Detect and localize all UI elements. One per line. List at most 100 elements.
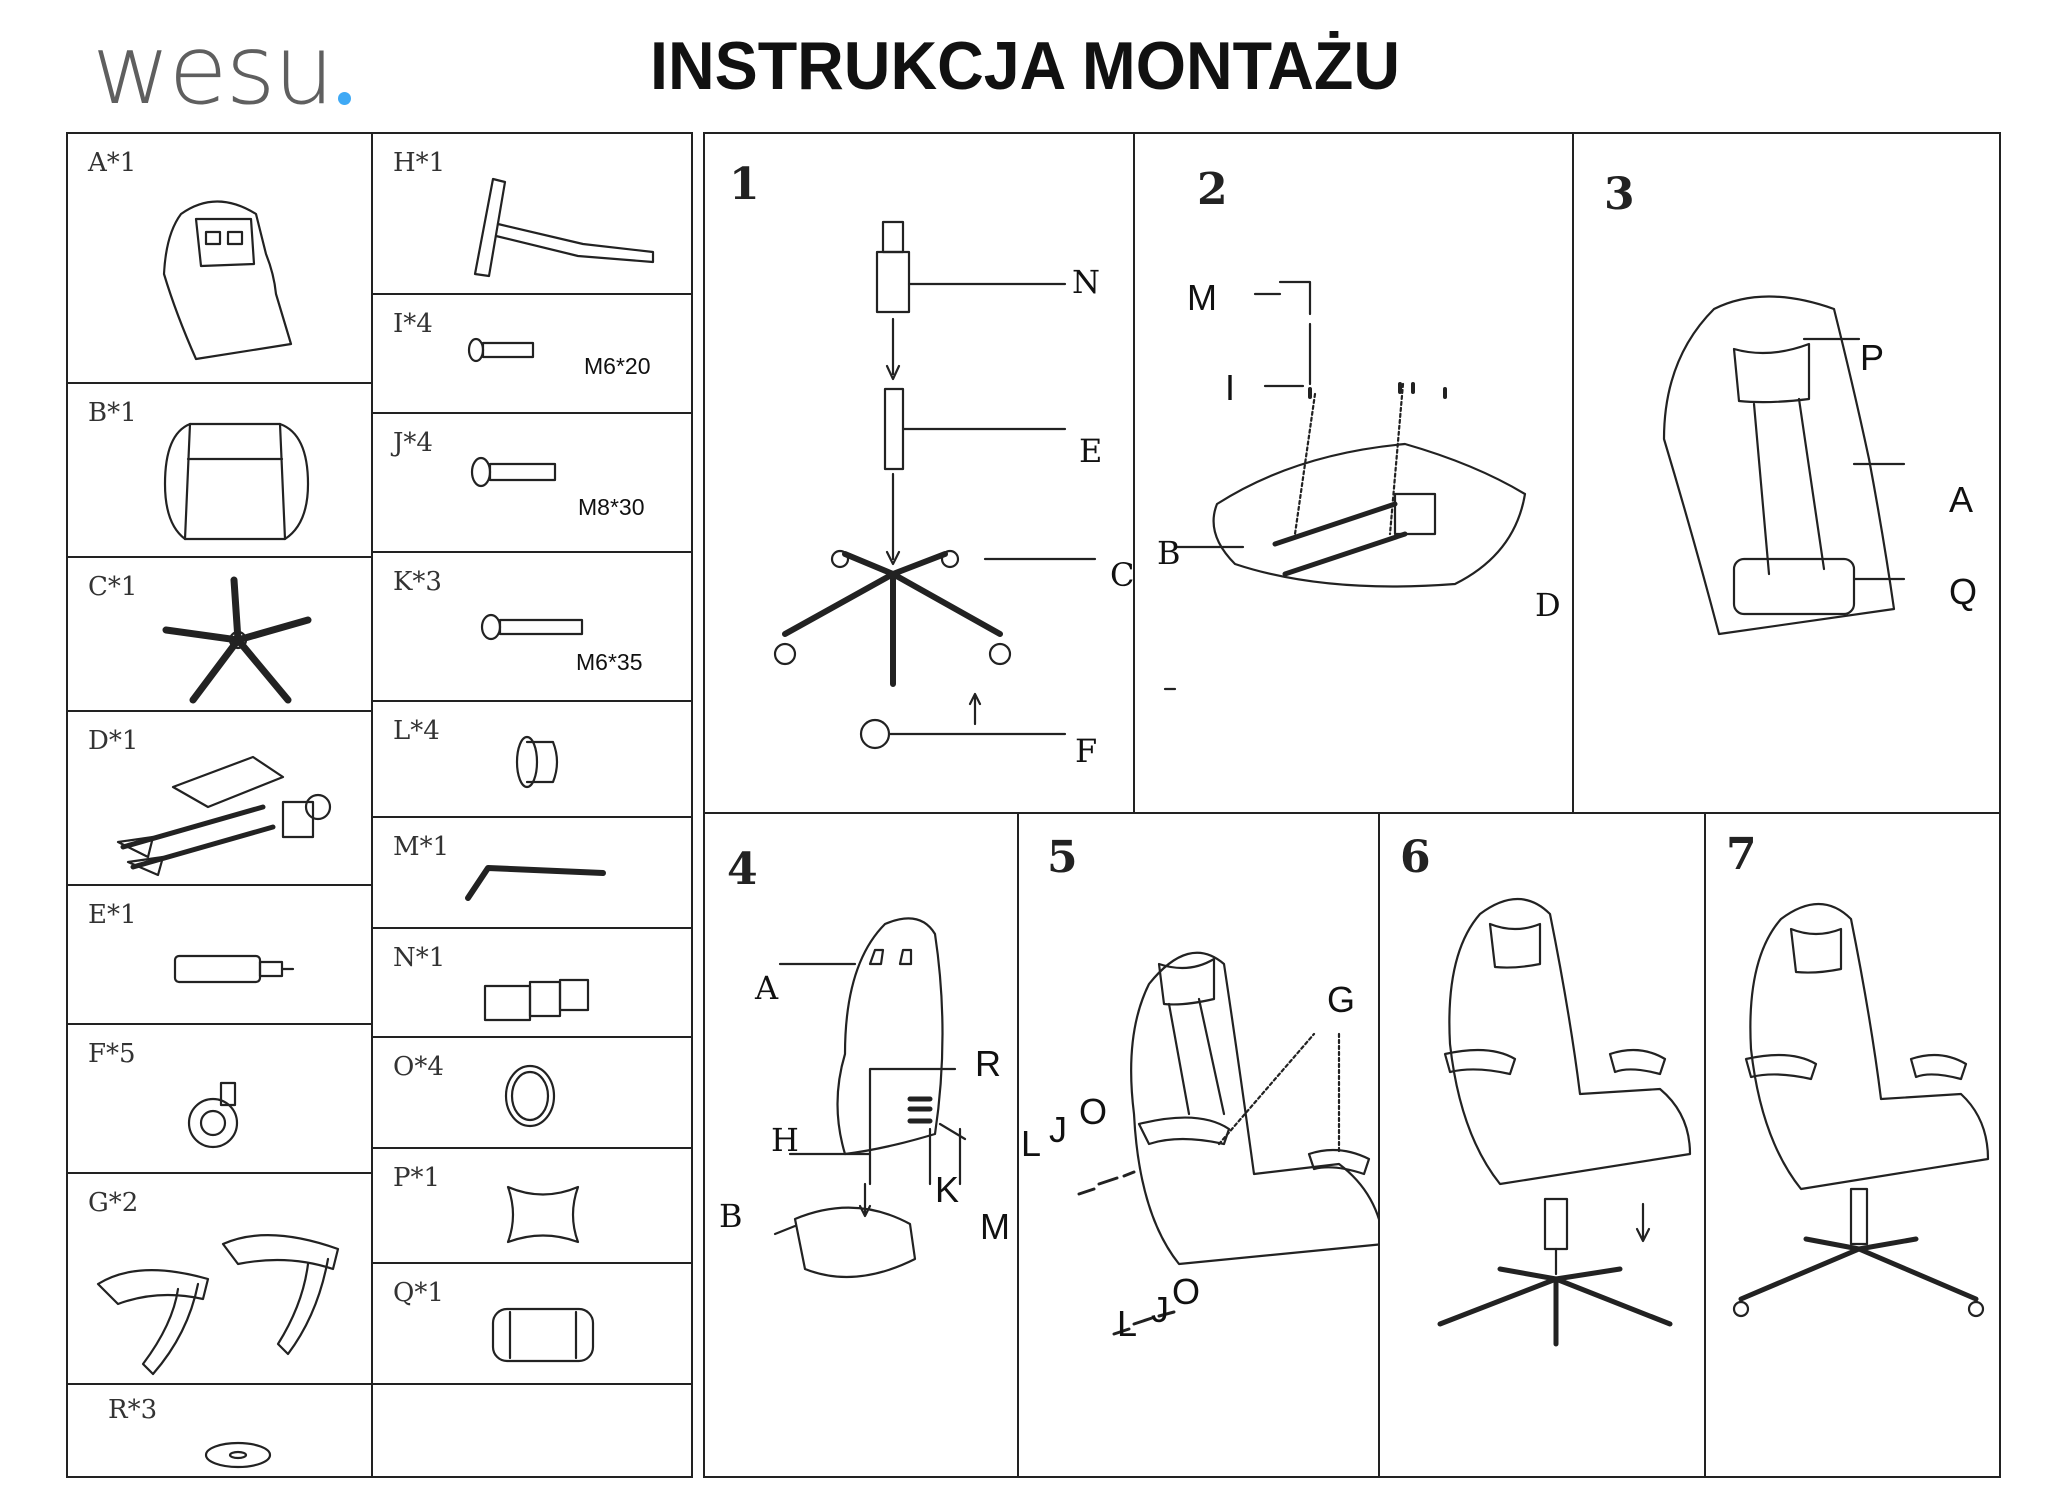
finished-chair-drawing (1732, 902, 1990, 1318)
part-q: Q*1 (371, 1262, 693, 1385)
step-number: 7 (1726, 829, 1757, 880)
bracket-drawing (473, 177, 655, 278)
backrest-pillows-drawing (1662, 295, 1906, 636)
step-number: 4 (727, 844, 758, 895)
part-label: O*4 (393, 1052, 444, 1082)
callout-c: C (1110, 556, 1135, 594)
part-label: Q*1 (393, 1278, 444, 1308)
callout-i: I (1225, 367, 1236, 408)
callout-j: J (1151, 1289, 1169, 1330)
bolt-size-label: M6*20 (584, 353, 651, 379)
step-6: 6 (1378, 812, 1706, 1478)
bolt-drawing (480, 613, 584, 641)
part-p: P*1 (371, 1147, 693, 1264)
gas-cover-drawing (483, 978, 590, 1022)
callout-m: M (1187, 277, 1217, 318)
step-1: 1 N E C F (703, 132, 1135, 814)
callout-d: D (1535, 586, 1561, 624)
washer-drawing (204, 1441, 272, 1469)
callout-l: L (1117, 1303, 1138, 1344)
part-label: C*1 (88, 572, 138, 602)
step-number: 6 (1400, 832, 1431, 883)
part-label: J*4 (393, 428, 433, 458)
part-d: D*1 (66, 710, 373, 886)
part-r: R*3 (66, 1383, 373, 1478)
bolt-size-label: M8*30 (578, 494, 645, 520)
callout-o: O (1079, 1091, 1108, 1132)
callout-j: J (1049, 1109, 1067, 1150)
part-label: H*1 (393, 148, 446, 178)
callout-h: H (771, 1121, 799, 1159)
end-cap-drawing (515, 735, 559, 789)
callout-e: E (1079, 432, 1103, 470)
callout-p: P (1860, 337, 1885, 378)
part-k: K*3 M6*35 (371, 551, 693, 702)
bolt-drawing (467, 337, 535, 363)
callout-g: G (1327, 979, 1356, 1020)
part-c: C*1 (66, 556, 373, 712)
empty-cell (371, 1383, 693, 1478)
part-label: M*1 (393, 832, 450, 862)
callout-q: Q (1949, 571, 1978, 612)
part-e: E*1 (66, 884, 373, 1025)
hex-key-drawing (465, 865, 606, 901)
mechanism-drawing (116, 755, 332, 877)
part-label: A*1 (88, 148, 137, 178)
base-drawing (162, 576, 312, 704)
part-a: A*1 (66, 132, 373, 384)
part-j: J*4 M8*30 (371, 412, 693, 553)
callout-f: F (1075, 732, 1098, 770)
part-label: D*1 (88, 726, 139, 756)
backrest-to-seat-drawing (773, 917, 967, 1279)
part-o: O*4 (371, 1036, 693, 1149)
step-4: 4 A R H K M B (703, 812, 1019, 1478)
part-label: L*4 (393, 716, 440, 746)
callout-o: O (1172, 1271, 1201, 1312)
logo-dot (338, 92, 351, 105)
base-assembly-drawing (773, 220, 1097, 750)
step-3: 3 P A Q (1572, 132, 2001, 814)
step-5: 5 G L J O L J O (1017, 812, 1386, 1478)
part-label: I*4 (393, 309, 433, 339)
callout-b: B (1157, 534, 1181, 572)
callout-r: R (975, 1043, 1001, 1084)
lumbar-pillow-drawing (491, 1307, 595, 1363)
part-b: B*1 (66, 382, 373, 558)
backrest-drawing (162, 200, 293, 361)
step-number: 5 (1047, 832, 1078, 883)
part-label: E*1 (88, 900, 137, 930)
headrest-pillow-drawing (506, 1185, 580, 1244)
brand-logo: wesu (92, 14, 334, 126)
part-label: K*3 (393, 567, 442, 597)
callout-k: K (935, 1169, 960, 1210)
bolt-drawing (470, 456, 557, 488)
chair-onto-base-drawing (1437, 897, 1692, 1347)
part-label: B*1 (88, 398, 137, 428)
gas-lift-drawing (173, 954, 295, 984)
caster-drawing (187, 1081, 239, 1149)
callout-a: A (755, 969, 779, 1007)
part-label: G*2 (88, 1188, 139, 1218)
callout-b: B (719, 1197, 743, 1235)
step-number: 2 (1197, 164, 1228, 215)
ring-drawing (504, 1064, 556, 1128)
step-7: 7 (1704, 812, 2001, 1478)
part-l: L*4 (371, 700, 693, 818)
part-m: M*1 (371, 816, 693, 929)
callout-l: L (1021, 1123, 1042, 1164)
armrest-assembly-drawing (1077, 951, 1386, 1336)
part-f: F*5 (66, 1023, 373, 1174)
part-i: I*4 M6*20 (371, 293, 693, 414)
callout-n: N (1072, 263, 1100, 301)
bolt-size-label: M6*35 (576, 649, 643, 675)
part-n: N*1 (371, 927, 693, 1038)
step-number: 1 (729, 159, 760, 210)
part-label: N*1 (393, 943, 446, 973)
seat-drawing (163, 422, 310, 541)
part-g: G*2 (66, 1172, 373, 1385)
page-title: INSTRUKCJA MONTAŻU (650, 28, 1401, 104)
seat-mechanism-drawing (1163, 280, 1527, 691)
callout-a: A (1949, 479, 1974, 520)
part-label: P*1 (393, 1163, 441, 1193)
armrest-drawing (96, 1234, 340, 1376)
